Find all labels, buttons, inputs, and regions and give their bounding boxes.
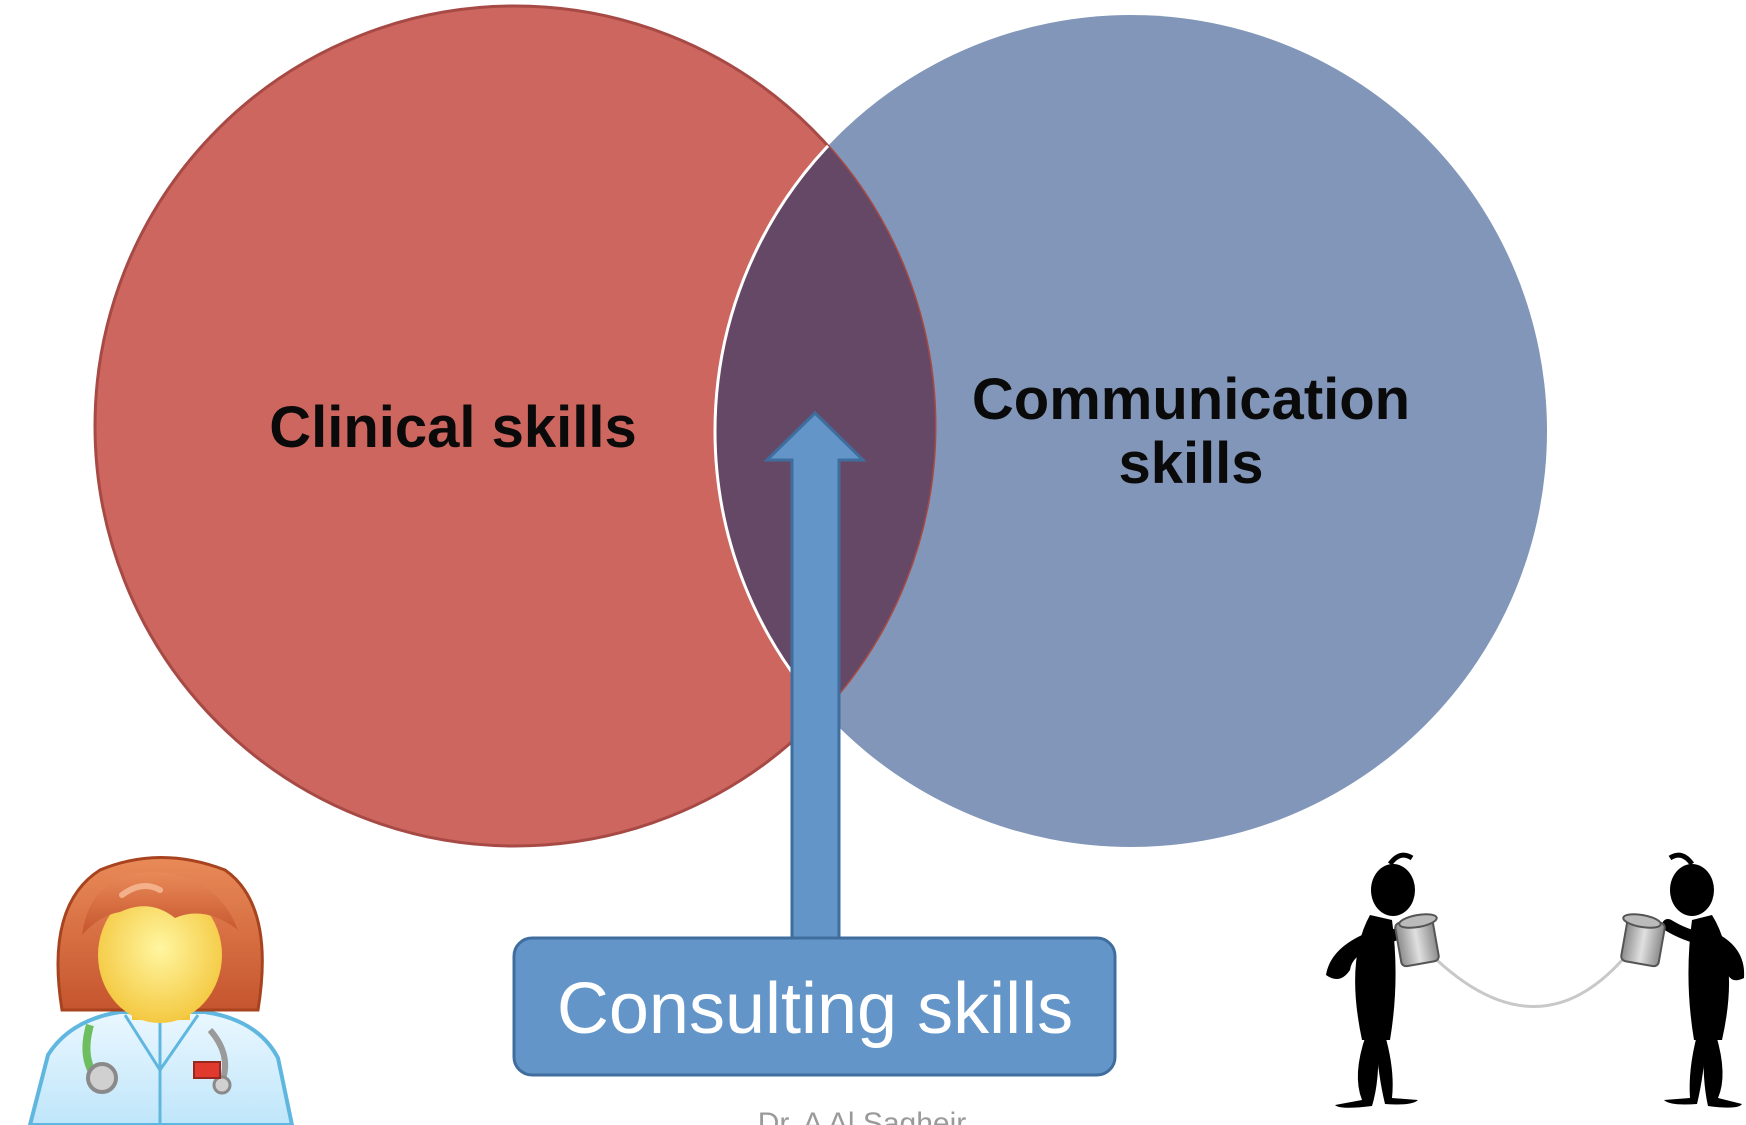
communication-skills-label-line1: Communication [972,367,1410,432]
communication-skills-circle [715,15,1547,847]
tin-can-phone-figures-icon [1326,852,1745,1108]
consulting-skills-label: Consulting skills [557,969,1073,1049]
clinical-skills-label: Clinical skills [269,395,637,460]
overlap-edge-highlight [713,13,935,846]
consulting-skills-box [512,936,1117,1077]
upward-arrow [763,410,867,946]
doctor-clipart-icon [27,856,295,1125]
communication-skills-label-line2: skills [1118,431,1263,496]
footer-author: Dr. A Al Sagheir [758,1107,966,1125]
